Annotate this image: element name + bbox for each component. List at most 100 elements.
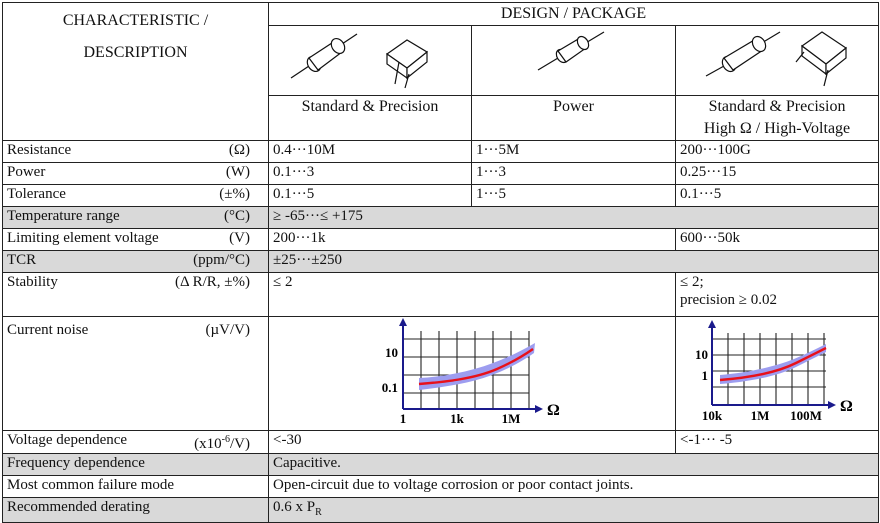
value-power: 1···5 xyxy=(471,184,676,207)
row-label: Resistance (Ω) xyxy=(2,140,269,163)
x-tick-label: 1M xyxy=(751,408,770,423)
y-tick-label: 1 xyxy=(702,368,709,383)
label-text: Voltage dependence xyxy=(7,432,128,448)
value-highvoltage: 600···50k xyxy=(674,228,880,251)
value-standard-power: ≤ 2 xyxy=(268,272,676,317)
unit-suffix: /V) xyxy=(230,436,250,452)
ohm-axis-label: Ω xyxy=(840,398,853,415)
row-derating: Recommended derating 0.6 x PR xyxy=(2,497,880,523)
column-highvoltage-label-line1: Standard & Precision xyxy=(708,98,846,115)
row-label: Temperature range (°C) xyxy=(2,206,269,229)
unit-text: (x10-6/V) xyxy=(194,431,264,453)
y-tick-label: 10 xyxy=(385,345,398,360)
x-tick-label: 1M xyxy=(502,411,521,425)
value-highvoltage: <-1··· -5 xyxy=(674,430,880,454)
row-frequency-dependence: Frequency dependence Capacitive. xyxy=(2,453,880,476)
row-label: Stability(Δ R/R, ±%) xyxy=(2,272,269,317)
value-line2: precision ≥ 0.02 xyxy=(680,292,777,308)
row-label: TCR (ppm/°C) xyxy=(2,250,269,273)
label-text: Recommended derating xyxy=(7,499,150,515)
column-standard-label-line1: Standard & Precision xyxy=(301,98,439,115)
row-failure-mode: Most common failure mode Open-circuit du… xyxy=(2,475,880,498)
row-stability: Stability(Δ R/R, ±%) ≤ 2 ≤ 2; precision … xyxy=(2,272,880,317)
x-tick-label: 1 xyxy=(400,411,407,425)
value-standard: 0.1···3 xyxy=(268,162,472,185)
label-text: Resistance xyxy=(7,142,72,158)
package-power-image xyxy=(471,25,676,96)
x-tick-label: 100M xyxy=(790,408,822,423)
design-package-header: DESIGN / PACKAGE xyxy=(267,2,880,26)
row-label: Most common failure mode xyxy=(2,475,269,498)
package-highvoltage-image xyxy=(674,25,880,96)
row-voltage-dependence: Voltage dependence (x10-6/V) <-30 <-1··· … xyxy=(2,430,880,454)
x-tick-label: 1k xyxy=(450,411,465,425)
characteristic-header-line1: CHARACTERISTIC / xyxy=(62,12,209,29)
unit-text: (V) xyxy=(229,230,250,246)
value-highvoltage: 200···100G xyxy=(674,140,880,163)
value-all: Capacitive. xyxy=(267,453,880,476)
value-standard-power: 200···1k xyxy=(268,228,676,251)
label-text: Most common failure mode xyxy=(7,477,175,493)
value-standard: 0.1···5 xyxy=(268,184,472,207)
noise-chart-cell-right: 10 1 10k 1M 100M Ω xyxy=(674,316,880,431)
label-text: TCR xyxy=(7,252,37,268)
derating-value: 0.6 x P xyxy=(273,499,316,515)
unit-text: (Ω) xyxy=(228,142,250,158)
row-label: Power(W) xyxy=(2,162,269,185)
y-axis-arrow-icon xyxy=(399,318,407,326)
label-text: Power xyxy=(7,164,46,180)
power-resistor-icon xyxy=(537,31,605,71)
column-power-label: Power xyxy=(471,95,676,141)
row-label: Current noise(µV/V) xyxy=(2,316,269,431)
label-text: Temperature range xyxy=(7,208,120,224)
y-axis-arrow-icon xyxy=(708,320,716,328)
noise-chart-right: 10 1 10k 1M 100M Ω xyxy=(695,320,853,423)
unit-prefix: (x10 xyxy=(194,436,222,452)
value-highvoltage: ≤ 2; precision ≥ 0.02 xyxy=(674,272,880,317)
value-standard-power: <-30 xyxy=(268,430,676,454)
value-standard: 0.4···10M xyxy=(268,140,472,163)
label-text: Limiting element voltage xyxy=(7,230,159,246)
noise-chart-cell-left: 10 0.1 1 1k 1M Ω xyxy=(268,316,676,431)
row-tolerance: Tolerance (±%) 0.1···5 1···5 0.1···5 xyxy=(2,184,880,207)
noise-band xyxy=(419,343,535,390)
value-all: 0.6 x PR xyxy=(267,497,880,523)
unit-text: (ppm/°C) xyxy=(193,252,250,268)
column-power-label-line1: Power xyxy=(553,98,594,115)
row-label: Limiting element voltage (V) xyxy=(2,228,269,251)
characteristic-header: CHARACTERISTIC / DESCRIPTION xyxy=(2,2,269,141)
x-axis-arrow-icon xyxy=(535,405,543,413)
noise-curve xyxy=(418,348,534,386)
column-standard-label: Standard & Precision xyxy=(268,95,472,141)
row-resistance: Resistance(Ω) 0.4···10M 1···5M 200···100… xyxy=(2,140,880,163)
label-text: Stability xyxy=(7,274,58,290)
y-tick-label: 0.1 xyxy=(382,380,398,395)
value-highvoltage: 0.25···15 xyxy=(674,162,880,185)
value-all: ±25···±250 xyxy=(267,250,880,273)
ohm-axis-label: Ω xyxy=(547,402,560,419)
row-temperature: Temperature range (°C) ≥ -65···≤ +175 xyxy=(2,206,880,229)
unit-text: (°C) xyxy=(224,208,250,224)
column-highvoltage-label-line2: High Ω / High-Voltage xyxy=(703,120,851,137)
noise-band xyxy=(720,344,826,384)
row-current-noise: Current noise(µV/V) xyxy=(2,316,880,431)
label-text: Tolerance xyxy=(7,186,66,202)
high-voltage-resistor-icon xyxy=(705,31,848,87)
row-power: Power(W) 0.1···3 1···3 0.25···15 xyxy=(2,162,880,185)
axial-and-box-resistor-icon xyxy=(290,33,429,89)
unit-exponent: -6 xyxy=(221,434,230,445)
x-axis-arrow-icon xyxy=(828,401,836,409)
value-highvoltage: 0.1···5 xyxy=(674,184,880,207)
row-label: Tolerance (±%) xyxy=(2,184,269,207)
value-all: Open-circuit due to voltage corrosion or… xyxy=(267,475,880,498)
column-highvoltage-label: Standard & Precision High Ω / High-Volta… xyxy=(674,95,880,141)
value-power: 1···3 xyxy=(471,162,676,185)
x-tick-label: 10k xyxy=(702,408,723,423)
value-line1: ≤ 2; xyxy=(680,274,704,290)
characteristic-header-line2: DESCRIPTION xyxy=(83,44,188,61)
unit-text: (±%) xyxy=(219,186,250,202)
value-all: ≥ -65···≤ +175 xyxy=(267,206,880,229)
label-text: Current noise xyxy=(7,322,89,338)
